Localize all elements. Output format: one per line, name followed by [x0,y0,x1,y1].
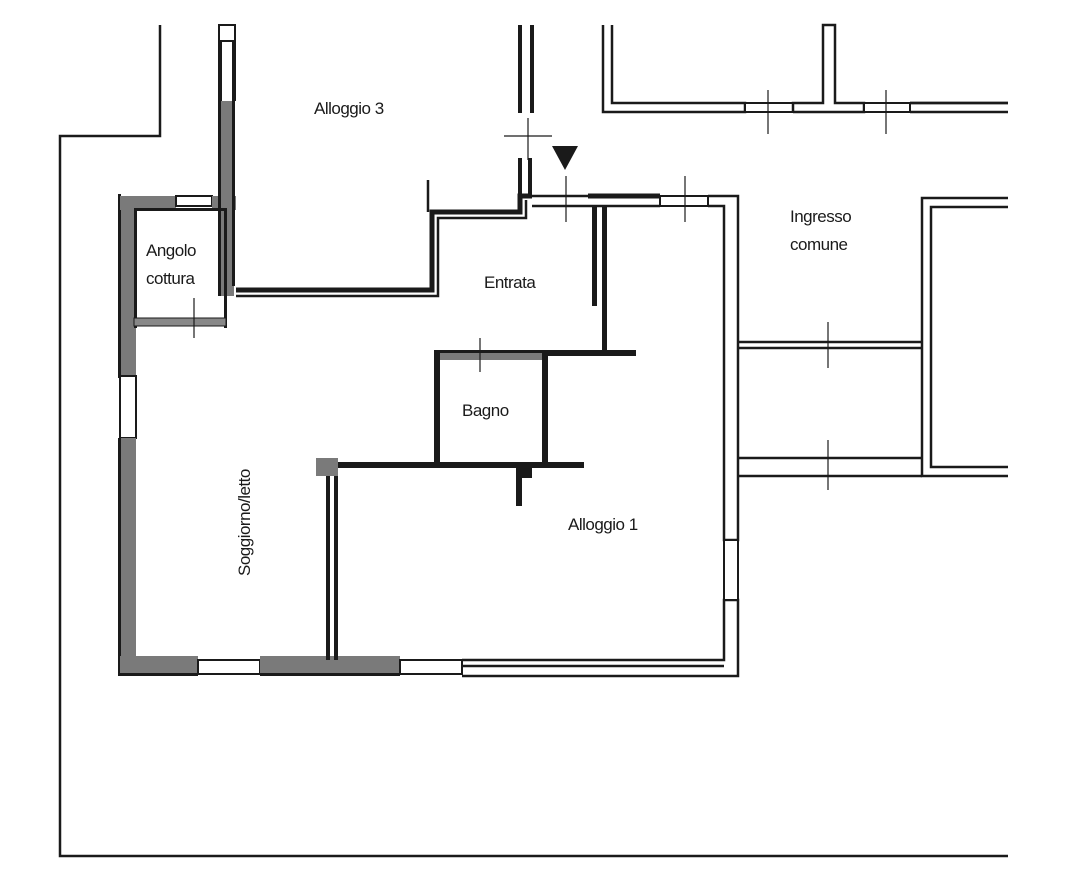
label-alloggio-3: Alloggio 3 [314,99,384,118]
bathroom-walls [316,338,584,660]
entrance-walls [236,146,709,356]
apartment-outer-walls [118,101,740,678]
common-entrance-walls [738,196,1008,490]
entrance-arrow-icon [552,146,578,170]
kitchen-walls [133,208,227,338]
neighbour-walls-top [601,23,1008,134]
label-entrata: Entrata [484,273,536,292]
label-angolo-cottura-2: cottura [146,269,196,288]
label-ingresso-2: comune [790,235,848,254]
label-angolo-cottura-1: Angolo [146,241,196,260]
site-boundary [58,25,1008,858]
label-alloggio-1: Alloggio 1 [568,515,638,534]
label-ingresso-1: Ingresso [790,207,851,226]
column-walls [218,24,552,160]
label-soggiorno-letto: Soggiorno/letto [235,469,254,576]
label-bagno: Bagno [462,401,509,420]
